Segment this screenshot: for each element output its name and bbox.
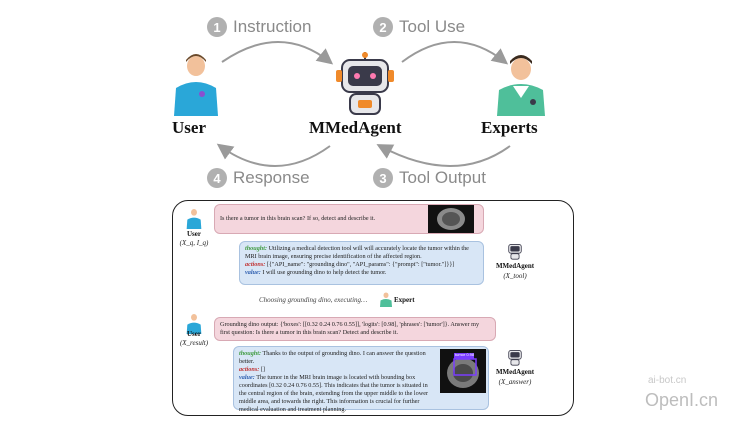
arrow-tool-output <box>376 144 511 167</box>
step-number: 2 <box>373 17 393 37</box>
choosing-status: Choosing grounding dino, executing… <box>259 296 368 304</box>
expert-small-icon <box>380 292 392 307</box>
actions-text: [{"API_name": "grounding dino", "API_par… <box>266 261 455 268</box>
user-label: User <box>172 118 206 137</box>
arrow-tool-use <box>401 41 509 65</box>
thought-key: thought: <box>245 245 268 252</box>
workflow-arrows <box>216 41 511 167</box>
step-label: Tool Output <box>399 168 486 187</box>
user-question-text: Is there a tumor in this brain scan? If … <box>220 215 376 222</box>
value-key: value: <box>239 374 255 381</box>
panel-user-label: User <box>187 330 201 338</box>
value-text: The tumor in the MRI brain image is loca… <box>239 374 428 413</box>
step-response: 4 Response <box>207 168 310 188</box>
panel-expert-label: Expert <box>394 296 415 304</box>
value-text: I will use grounding dino to help detect… <box>262 269 387 276</box>
step-number: 3 <box>373 168 393 188</box>
step-number: 1 <box>207 17 227 37</box>
panel-agent-sub-tool: (X_tool) <box>503 272 527 280</box>
robot-agent-icon <box>336 52 394 115</box>
agent-label: MMedAgent <box>309 118 402 137</box>
step-number: 4 <box>207 168 227 188</box>
step-tool-output: 3 Tool Output <box>373 168 486 188</box>
step-tool-use: 2 Tool Use <box>373 17 465 37</box>
panel-agent-label: MMedAgent <box>495 262 535 270</box>
step-label: Tool Use <box>399 17 466 36</box>
tool-result-bubble: Grounding dino output: {'boxes': [[0.32 … <box>214 317 496 341</box>
robot-small-icon <box>508 244 522 260</box>
panel-agent-sub-answer: (X_answer) <box>498 378 532 386</box>
experts-label: Experts <box>481 118 538 137</box>
panel-user-sub-q: (X_q, I_q) <box>179 239 209 247</box>
user-small-icon <box>186 314 202 334</box>
value-key: value: <box>245 269 261 276</box>
user-avatar-icon <box>174 54 218 116</box>
doctor-expert-icon <box>497 55 545 116</box>
thought-key: thought: <box>239 350 262 357</box>
panel-user-sub-result: (X_result) <box>179 339 209 347</box>
brain-mri-thumbnail <box>428 205 474 233</box>
brain-mri-detection-image <box>440 349 486 393</box>
actions-text: [] <box>260 366 265 373</box>
step-instruction: 1 Instruction <box>207 17 311 37</box>
arrow-instruction <box>221 41 334 65</box>
user-small-icon <box>186 209 202 229</box>
watermark-big: OpenI.cn <box>645 390 719 410</box>
step-label: Instruction <box>233 17 312 36</box>
tool-result-text: Grounding dino output: {'boxes': [[0.32 … <box>220 321 480 336</box>
arrow-response <box>216 143 331 167</box>
step-label: Response <box>233 168 310 187</box>
tumor-detection-tag: tumor 0.98 <box>455 352 475 357</box>
panel-agent-label: MMedAgent <box>495 368 535 376</box>
agent-tool-call-bubble: thought: Utilizing a medical detection t… <box>239 241 484 285</box>
thought-text: Thanks to the output of grounding dino. … <box>239 350 426 365</box>
watermark-small: ai-bot.cn <box>648 375 687 386</box>
actions-key: actions: <box>245 261 266 268</box>
robot-small-icon <box>508 350 522 366</box>
thought-text: Utilizing a medical detection tool will … <box>245 245 469 260</box>
actions-key: actions: <box>239 366 260 373</box>
panel-user-label: User <box>187 230 201 238</box>
